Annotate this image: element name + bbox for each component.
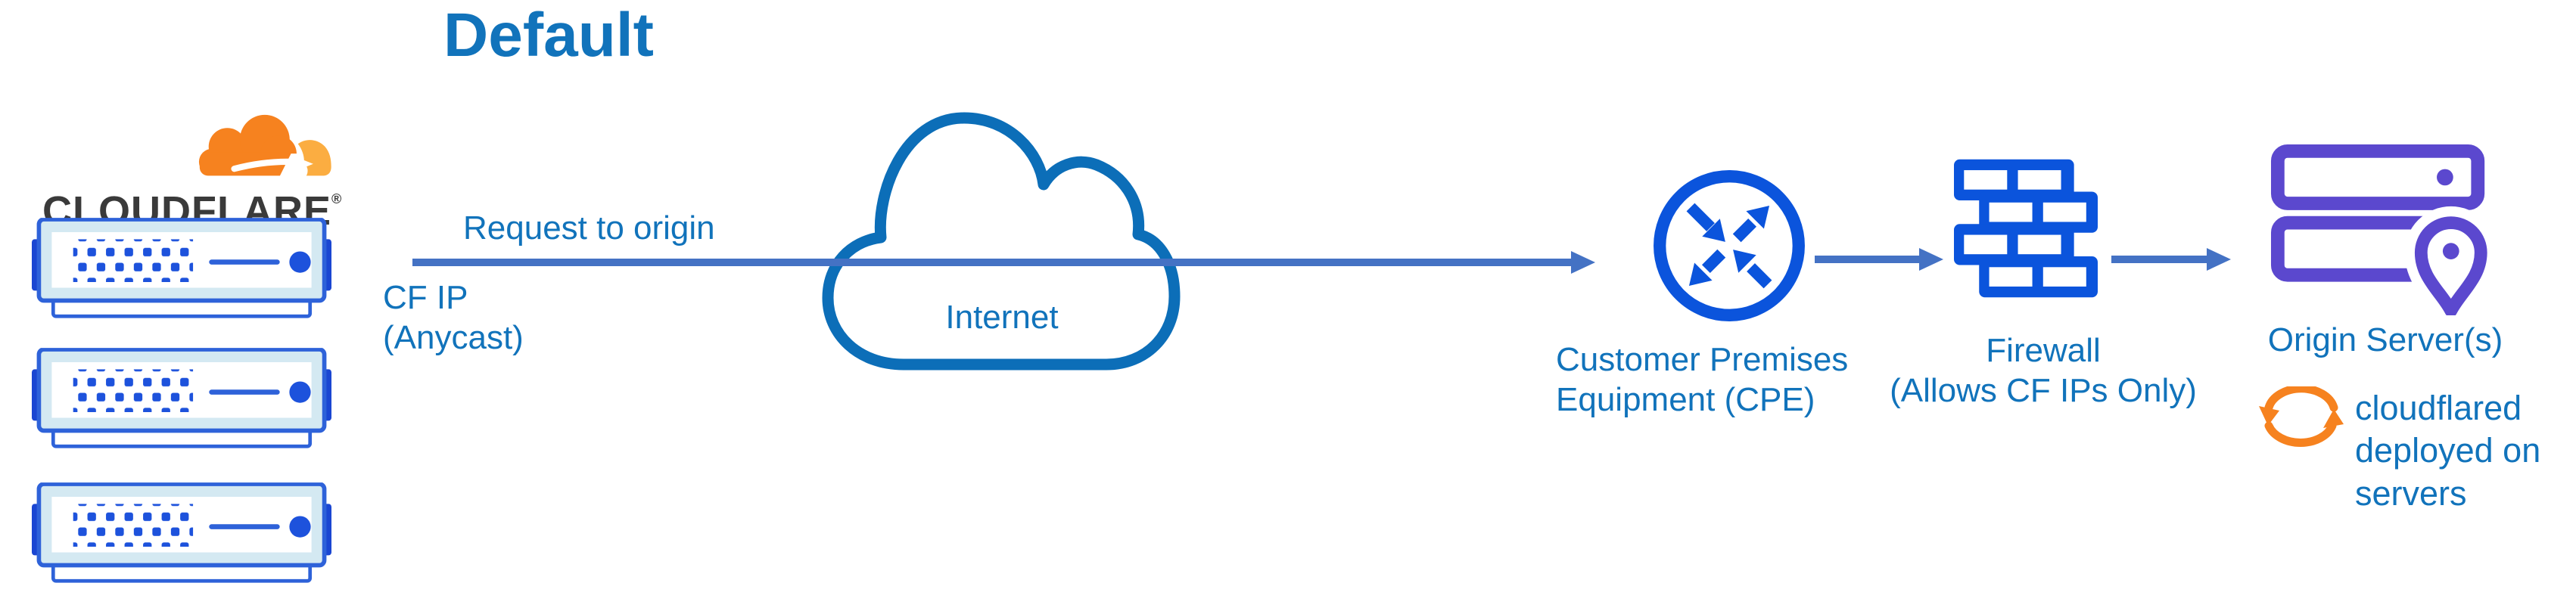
flow-arrow-head-1 <box>1571 251 1595 274</box>
cloudflared-note: cloudflared deployed on servers <box>2355 389 2541 513</box>
edge-server-icon <box>32 482 331 586</box>
registered-trademark-symbol: ® <box>331 191 342 206</box>
cloudflare-logo-icon <box>198 114 331 178</box>
firewall-label-line2: (Allows CF IPs Only) <box>1890 371 2197 409</box>
firewall-label: Firewall (Allows CF IPs Only) <box>1877 331 2210 411</box>
request-to-origin-label: Request to origin <box>463 209 715 247</box>
cf-ip-line1: CF IP <box>383 279 468 316</box>
sync-arrows-icon <box>2259 386 2344 447</box>
cf-ip-anycast-label: CF IP (Anycast) <box>383 278 524 358</box>
cpe-label-line1: Customer Premises <box>1556 341 1849 378</box>
cpe-label-line2: Equipment (CPE) <box>1556 380 1815 418</box>
internet-label: Internet <box>945 299 1059 336</box>
firewall-label-line1: Firewall <box>1986 332 2101 369</box>
location-pin-icon <box>2404 206 2494 315</box>
internet-cloud-icon <box>822 112 1181 371</box>
flow-arrow-line-2 <box>1815 256 1921 263</box>
diagram-title: Default <box>443 1 654 70</box>
flow-arrow-head-3 <box>2207 248 2231 271</box>
flow-arrow-line-3 <box>2111 256 2208 263</box>
origin-servers-icon <box>2270 144 2494 315</box>
edge-server-icon <box>32 218 331 321</box>
edge-server-icon <box>32 348 331 451</box>
cpe-label: Customer Premises Equipment (CPE) <box>1556 340 1848 420</box>
firewall-icon <box>1954 159 2098 298</box>
flow-arrow-head-2 <box>1919 248 1943 271</box>
origin-servers-label: Origin Server(s) <box>2267 321 2503 358</box>
flow-arrow-line-1 <box>412 259 1573 266</box>
cpe-router-icon <box>1654 170 1805 321</box>
server-led-dot <box>2437 169 2453 186</box>
cf-ip-line2: (Anycast) <box>383 318 524 356</box>
